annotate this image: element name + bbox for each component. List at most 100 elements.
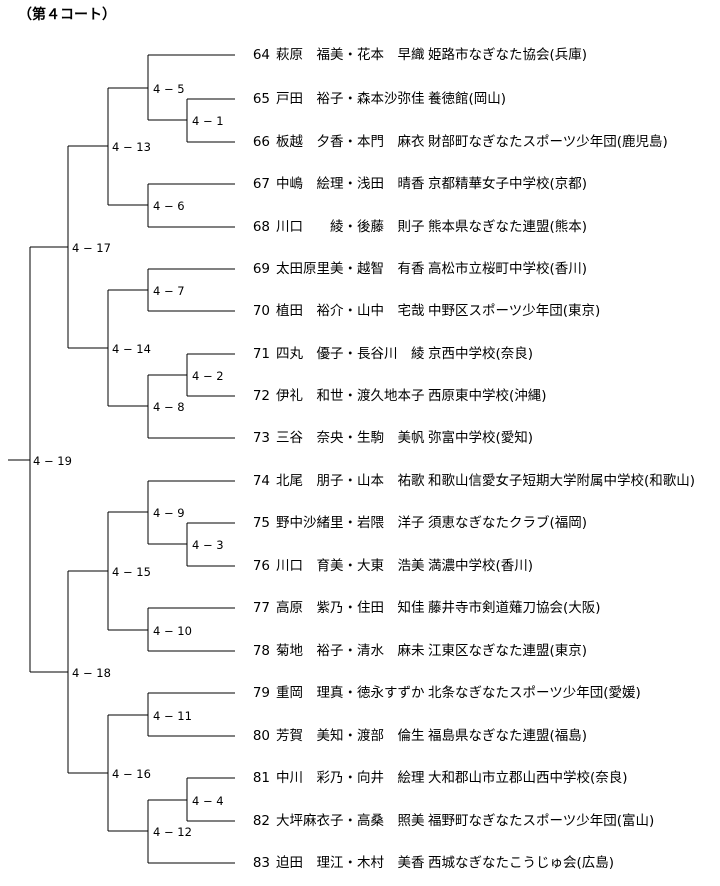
entry-row: 70 植田 裕介・山中 宅哉中野区スポーツ少年団(東京) [240, 302, 600, 320]
entry-number: 66 [252, 134, 270, 150]
court-title: （第４コート） [18, 7, 116, 23]
entry-number: 70 [252, 303, 270, 319]
entry-players: 菊地 裕子・清水 麻未 [276, 643, 425, 659]
entry-players: 中嶋 絵理・浅田 晴香 [276, 176, 425, 192]
entry-number: 80 [252, 728, 270, 744]
entry-organization: 京西中学校(奈良) [428, 346, 534, 362]
entry-row: 75 野中沙緒里・岩隈 洋子須恵なぎなたクラブ(福岡) [240, 514, 587, 532]
match-label: 4 − 17 [72, 241, 111, 255]
entry-number: 82 [252, 813, 270, 829]
match-label: 4 − 7 [153, 284, 185, 298]
match-label: 4 − 16 [112, 767, 151, 781]
entry-organization: 福野町なぎなたスポーツ少年団(富山) [428, 813, 655, 829]
entry-players: 高原 紫乃・住田 知佳 [276, 600, 425, 616]
match-label: 4 − 14 [112, 342, 151, 356]
entry-players: 野中沙緒里・岩隈 洋子 [276, 515, 425, 531]
match-label: 4 − 10 [153, 624, 192, 638]
entry-number: 69 [252, 261, 270, 277]
entry-number: 74 [252, 473, 270, 489]
entry-players: 川口 育美・大東 浩美 [276, 558, 425, 574]
entry-organization: 和歌山信愛女子短期大学附属中学校(和歌山) [428, 473, 696, 489]
entry-organization: 中野区スポーツ少年団(東京) [428, 303, 601, 319]
entry-organization: 熊本県なぎなた連盟(熊本) [428, 219, 588, 235]
entry-players: 迫田 理江・木村 美香 [276, 855, 425, 871]
match-label: 4 − 5 [153, 82, 185, 96]
match-label: 4 − 19 [33, 454, 72, 468]
match-label: 4 − 15 [112, 565, 151, 579]
entry-players: 芳賀 美知・渡部 倫生 [276, 728, 425, 744]
entry-row: 77 高原 紫乃・住田 知佳藤井寺市剣道薙刀協会(大阪) [240, 599, 601, 617]
entry-organization: 京都精華女子中学校(京都) [428, 176, 588, 192]
entry-organization: 須恵なぎなたクラブ(福岡) [428, 515, 588, 531]
entry-row: 73 三谷 奈央・生駒 美帆弥富中学校(愛知) [240, 429, 533, 447]
entry-number: 64 [252, 47, 270, 63]
entry-number: 75 [252, 515, 270, 531]
entry-number: 76 [252, 558, 270, 574]
match-label: 4 − 9 [153, 506, 185, 520]
entry-organization: 藤井寺市剣道薙刀協会(大阪) [428, 600, 601, 616]
entry-row: 66 板越 夕香・本門 麻衣財部町なぎなたスポーツ少年団(鹿児島) [240, 133, 668, 151]
match-label: 4 − 18 [72, 666, 111, 680]
entry-number: 81 [252, 770, 270, 786]
entry-players: 太田原里美・越智 有香 [276, 261, 425, 277]
entry-players: 植田 裕介・山中 宅哉 [276, 303, 425, 319]
entry-row: 76 川口 育美・大東 浩美満濃中学校(香川) [240, 557, 533, 575]
entry-players: 萩原 福美・花本 早織 [276, 47, 425, 63]
entry-number: 83 [252, 855, 270, 871]
entry-row: 69 太田原里美・越智 有香高松市立桜町中学校(香川) [240, 260, 587, 278]
entry-number: 73 [252, 430, 270, 446]
entry-organization: 養徳館(岡山) [428, 91, 507, 107]
entry-number: 78 [252, 643, 270, 659]
entry-organization: 姫路市なぎなた協会(兵庫) [428, 47, 588, 63]
entry-row: 83 迫田 理江・木村 美香西城なぎなたこうじゅ会(広島) [240, 854, 614, 872]
entry-organization: 西原東中学校(沖縄) [428, 388, 547, 404]
entry-row: 72 伊礼 和世・渡久地本子西原東中学校(沖縄) [240, 387, 547, 405]
entry-number: 77 [252, 600, 270, 616]
entry-players: 大坪麻衣子・高桑 照美 [276, 813, 425, 829]
match-label: 4 − 8 [153, 400, 185, 414]
entry-organization: 弥富中学校(愛知) [428, 430, 534, 446]
match-label: 4 − 12 [153, 825, 192, 839]
entry-number: 65 [252, 91, 270, 107]
entry-row: 81 中川 彩乃・向井 絵理大和郡山市立郡山西中学校(奈良) [240, 769, 628, 787]
entry-organization: 大和郡山市立郡山西中学校(奈良) [428, 770, 628, 786]
entry-row: 82 大坪麻衣子・高桑 照美福野町なぎなたスポーツ少年団(富山) [240, 812, 654, 830]
entry-row: 80 芳賀 美知・渡部 倫生福島県なぎなた連盟(福島) [240, 727, 587, 745]
entry-row: 64 萩原 福美・花本 早織姫路市なぎなた協会(兵庫) [240, 46, 587, 64]
entry-organization: 江東区なぎなた連盟(東京) [428, 643, 588, 659]
entry-players: 戸田 裕子・森本沙弥佳 [276, 91, 425, 107]
match-label: 4 − 11 [153, 709, 192, 723]
entry-organization: 満濃中学校(香川) [428, 558, 534, 574]
entry-number: 68 [252, 219, 270, 235]
entry-row: 71 四丸 優子・長谷川 綾京西中学校(奈良) [240, 345, 533, 363]
match-label: 4 − 4 [192, 794, 224, 808]
entry-players: 三谷 奈央・生駒 美帆 [276, 430, 425, 446]
entry-players: 北尾 朋子・山本 祐歌 [276, 473, 425, 489]
match-label: 4 − 6 [153, 199, 185, 213]
entry-number: 79 [252, 685, 270, 701]
entry-players: 四丸 優子・長谷川 綾 [276, 346, 425, 362]
entry-players: 中川 彩乃・向井 絵理 [276, 770, 425, 786]
entry-row: 74 北尾 朋子・山本 祐歌和歌山信愛女子短期大学附属中学校(和歌山) [240, 472, 695, 490]
entry-organization: 財部町なぎなたスポーツ少年団(鹿児島) [428, 134, 668, 150]
entry-players: 川口 綾・後藤 則子 [276, 219, 425, 235]
entry-row: 78 菊地 裕子・清水 麻未江東区なぎなた連盟(東京) [240, 642, 587, 660]
entry-number: 67 [252, 176, 270, 192]
entry-organization: 高松市立桜町中学校(香川) [428, 261, 588, 277]
entry-number: 71 [252, 346, 270, 362]
match-label: 4 − 2 [192, 369, 224, 383]
entry-organization: 福島県なぎなた連盟(福島) [428, 728, 588, 744]
entry-organization: 北条なぎなたスポーツ少年団(愛媛) [428, 685, 641, 701]
match-label: 4 − 1 [192, 114, 224, 128]
entry-number: 72 [252, 388, 270, 404]
entry-organization: 西城なぎなたこうじゅ会(広島) [428, 855, 615, 871]
entry-players: 伊礼 和世・渡久地本子 [276, 388, 425, 404]
entry-players: 重岡 理真・徳永すずか [276, 685, 425, 701]
entry-row: 67 中嶋 絵理・浅田 晴香京都精華女子中学校(京都) [240, 175, 587, 193]
entry-row: 65 戸田 裕子・森本沙弥佳養徳館(岡山) [240, 90, 506, 108]
match-label: 4 − 3 [192, 538, 224, 552]
entry-row: 68 川口 綾・後藤 則子熊本県なぎなた連盟(熊本) [240, 218, 587, 236]
entry-players: 板越 夕香・本門 麻衣 [276, 134, 425, 150]
entry-row: 79 重岡 理真・徳永すずか北条なぎなたスポーツ少年団(愛媛) [240, 684, 641, 702]
